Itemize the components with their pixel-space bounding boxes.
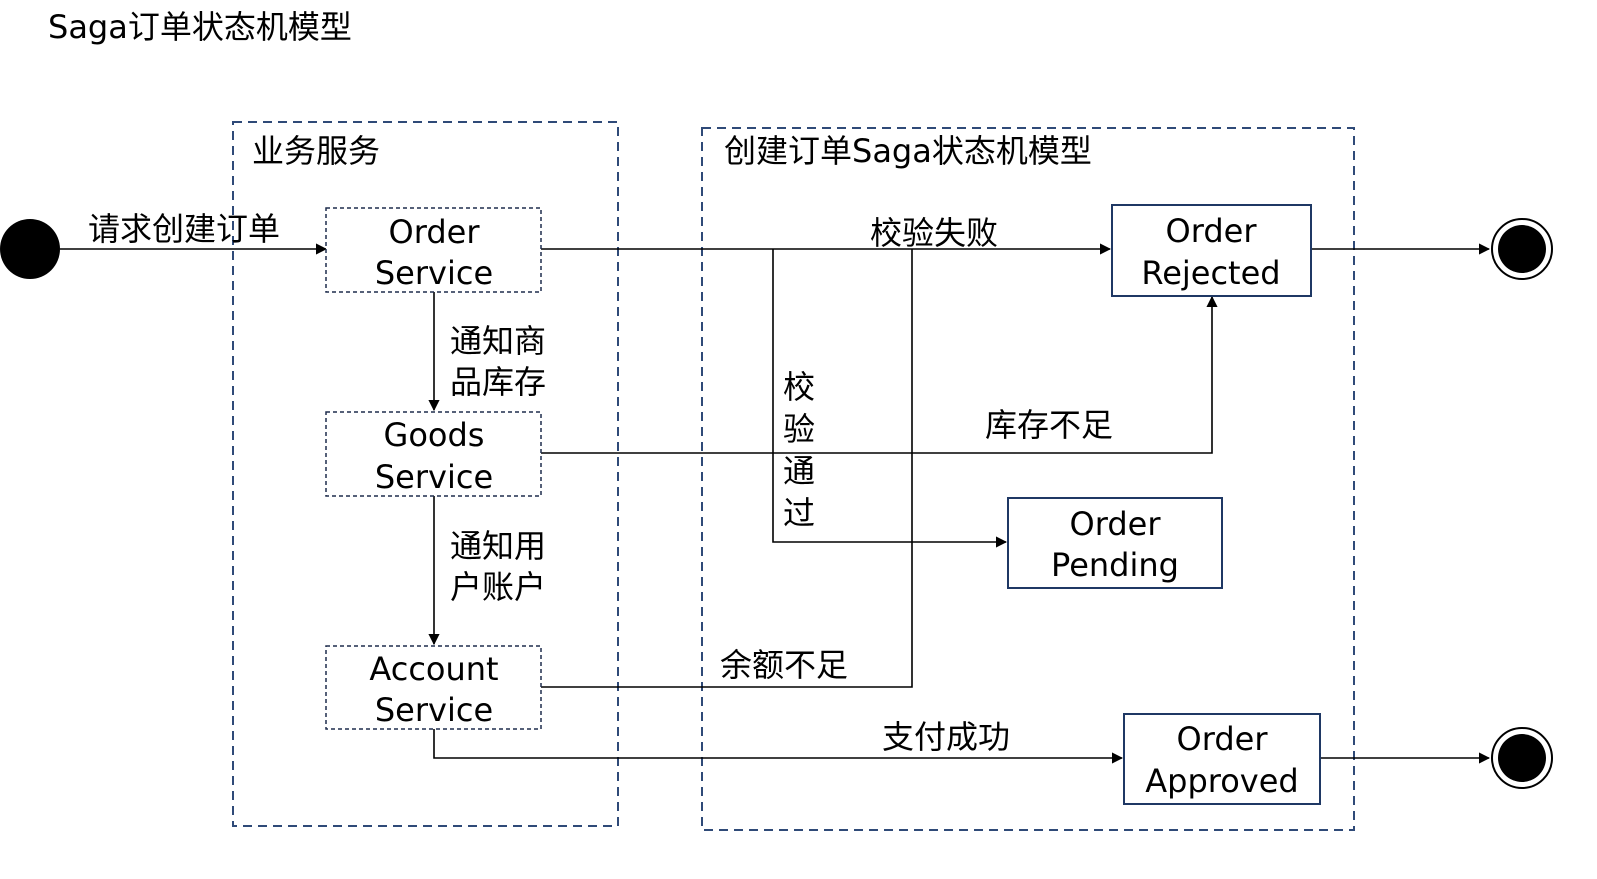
label-stock-short: 库存不足	[985, 406, 1113, 444]
saga-state-machine-region: 创建订单Saga状态机模型	[701, 127, 1355, 831]
account-service-line1: Account	[369, 650, 498, 688]
end-node-approved	[1491, 727, 1553, 789]
order-rejected-line2: Rejected	[1141, 254, 1280, 292]
saga-region-label: 创建订单Saga状态机模型	[724, 132, 1092, 170]
label-check-passed-1: 校	[783, 368, 815, 406]
label-notify-goods-line2: 品库存	[450, 363, 546, 401]
account-service-box: Account Service	[325, 645, 542, 730]
order-service-line1: Order	[389, 213, 481, 251]
order-pending-box: Order Pending	[1007, 497, 1223, 589]
label-notify-account-line1: 通知用	[450, 527, 546, 565]
label-pay-success: 支付成功	[882, 718, 1010, 756]
label-check-passed-2: 验	[783, 410, 815, 448]
order-rejected-line1: Order	[1166, 212, 1258, 250]
label-notify-account-line2: 户账户	[450, 568, 546, 606]
order-service-box: Order Service	[325, 207, 542, 293]
arrow-stock-short	[541, 295, 1218, 454]
label-check-failed: 校验失败	[870, 214, 998, 252]
arrow-check-passed	[772, 249, 1008, 548]
business-services-region: 业务服务	[232, 121, 619, 827]
label-balance-short: 余额不足	[720, 646, 848, 684]
order-service-line2: Service	[375, 254, 493, 292]
goods-service-box: Goods Service	[325, 411, 542, 497]
arrow-pay-success	[433, 729, 1124, 764]
label-notify-goods-line1: 通知商	[450, 322, 546, 360]
label-request-create-order: 请求创建订单	[88, 210, 280, 248]
goods-service-line2: Service	[375, 458, 493, 496]
account-service-line2: Service	[375, 691, 493, 729]
label-check-passed-3: 通	[783, 452, 815, 490]
business-region-label: 业务服务	[252, 132, 380, 170]
order-rejected-box: Order Rejected	[1111, 204, 1312, 297]
goods-service-line1: Goods	[384, 416, 485, 454]
diagram-title: Saga订单状态机模型	[48, 8, 352, 46]
end-node-rejected	[1491, 218, 1553, 280]
order-approved-line2: Approved	[1145, 762, 1298, 800]
order-pending-line1: Order	[1070, 505, 1162, 543]
arrow-balance-short	[541, 249, 913, 688]
start-node	[0, 219, 60, 279]
order-approved-box: Order Approved	[1123, 713, 1321, 805]
label-check-passed-4: 过	[783, 494, 815, 532]
order-pending-line2: Pending	[1051, 546, 1179, 584]
order-approved-line1: Order	[1177, 720, 1269, 758]
